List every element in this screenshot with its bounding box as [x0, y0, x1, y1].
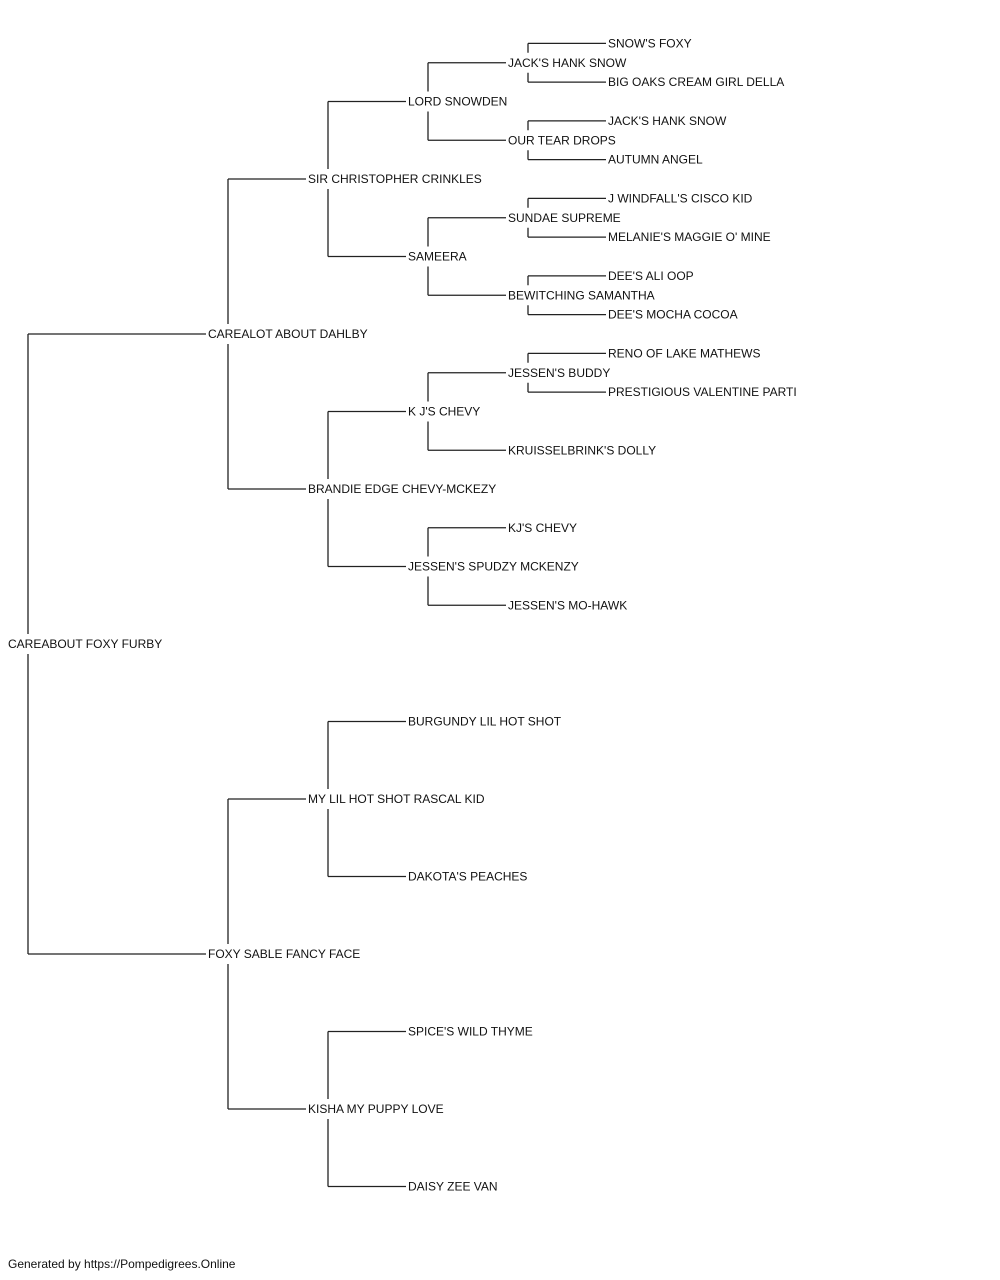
- dog-name-sir-christopher-crinkles: SIR CHRISTOPHER CRINKLES: [308, 172, 482, 186]
- dog-name-snow-s-foxy: SNOW'S FOXY: [608, 36, 692, 50]
- dog-name-burgundy-lil-hot-shot: BURGUNDY LIL HOT SHOT: [408, 715, 562, 729]
- dog-name-melanie-s-maggie-o-mine: MELANIE'S MAGGIE O' MINE: [608, 230, 771, 244]
- dog-name-big-oaks-cream-girl-della: BIG OAKS CREAM GIRL DELLA: [608, 75, 784, 89]
- dog-name-daisy-zee-van: DAISY ZEE VAN: [408, 1180, 498, 1194]
- dog-name-k-j-s-chevy: K J'S CHEVY: [408, 405, 480, 419]
- dog-name-bewitching-samantha: BEWITCHING SAMANTHA: [508, 288, 655, 302]
- dog-name-sameera: SAMEERA: [408, 250, 467, 264]
- dog-name-reno-of-lake-mathews: RENO OF LAKE MATHEWS: [608, 346, 760, 360]
- dog-name-prestigious-valentine-parti: PRESTIGIOUS VALENTINE PARTI: [608, 385, 797, 399]
- dog-name-dakota-s-peaches: DAKOTA'S PEACHES: [408, 870, 527, 884]
- dog-name-kj-s-chevy: KJ'S CHEVY: [508, 521, 577, 535]
- dog-name-jessen-s-spudzy-mckenzy: JESSEN'S SPUDZY MCKENZY: [408, 560, 579, 574]
- dog-name-jessen-s-buddy: JESSEN'S BUDDY: [508, 366, 610, 380]
- dog-name-dee-s-ali-oop: DEE'S ALI OOP: [608, 269, 694, 283]
- dog-name-sundae-supreme: SUNDAE SUPREME: [508, 211, 621, 225]
- dog-name-dee-s-mocha-cocoa: DEE'S MOCHA COCOA: [608, 308, 738, 322]
- dog-name-my-lil-hot-shot-rascal-kid: MY LIL HOT SHOT RASCAL KID: [308, 792, 485, 806]
- dog-name-kisha-my-puppy-love: KISHA MY PUPPY LOVE: [308, 1102, 444, 1116]
- footer-credit: Generated by https://Pompedigrees.Online: [8, 1257, 236, 1271]
- dog-name-careabout-foxy-furby: CAREABOUT FOXY FURBY: [8, 637, 162, 651]
- dog-name-autumn-angel: AUTUMN ANGEL: [608, 153, 703, 167]
- dog-name-brandie-edge-chevy-mckezy: BRANDIE EDGE CHEVY-MCKEZY: [308, 482, 496, 496]
- dog-name-lord-snowden: LORD SNOWDEN: [408, 95, 507, 109]
- dog-name-carealot-about-dahlby: CAREALOT ABOUT DAHLBY: [208, 327, 368, 341]
- dog-name-jessen-s-mo-hawk: JESSEN'S MO-HAWK: [508, 598, 627, 612]
- dog-name-spice-s-wild-thyme: SPICE'S WILD THYME: [408, 1025, 533, 1039]
- dog-name-kruisselbrink-s-dolly: KRUISSELBRINK'S DOLLY: [508, 443, 656, 457]
- dog-name-foxy-sable-fancy-face: FOXY SABLE FANCY FACE: [208, 947, 360, 961]
- dog-name-jack-s-hank-snow: JACK'S HANK SNOW: [608, 114, 727, 128]
- dog-name-jack-s-hank-snow: JACK'S HANK SNOW: [508, 56, 627, 70]
- dog-name-j-windfall-s-cisco-kid: J WINDFALL'S CISCO KID: [608, 191, 753, 205]
- dog-name-our-tear-drops: OUR TEAR DROPS: [508, 133, 616, 147]
